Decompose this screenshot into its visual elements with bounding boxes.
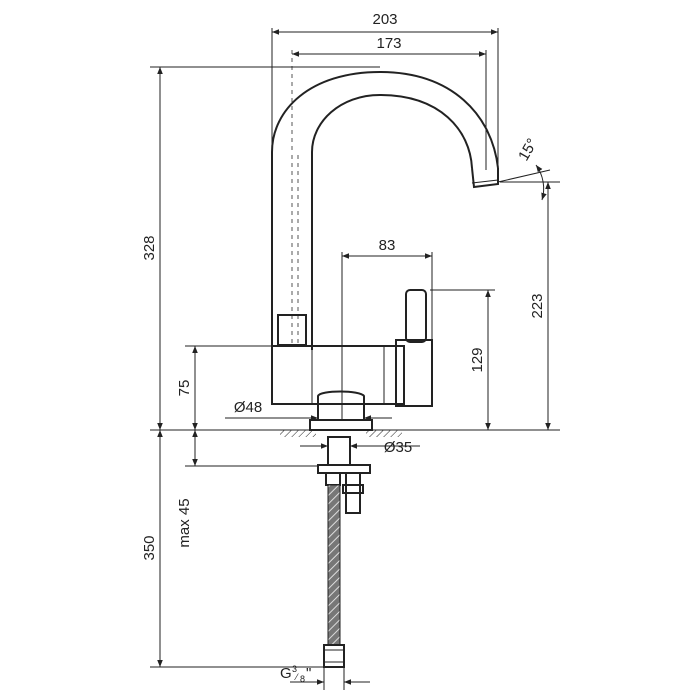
- spout-tip: [471, 167, 499, 189]
- lever-handle: [405, 289, 427, 343]
- handle-block: [395, 339, 433, 407]
- dim-328: 328: [141, 235, 158, 260]
- dim-75: 75: [176, 380, 193, 397]
- spout-outer: [271, 70, 499, 350]
- hose-nut: [323, 644, 345, 668]
- base-ring: [317, 403, 365, 421]
- dim-173: 173: [376, 35, 401, 52]
- faucet-outline: [271, 70, 499, 431]
- dim-15-degrees: 15°: [515, 136, 541, 164]
- dim-129: 129: [469, 347, 486, 372]
- base-plate: [309, 419, 373, 431]
- dim-diameter-48: Ø48: [234, 399, 262, 416]
- dim-diameter-35: Ø35: [384, 439, 412, 456]
- countertop: [270, 429, 560, 437]
- dim-223: 223: [529, 293, 546, 318]
- spout-inner: [311, 93, 473, 350]
- dim-max-45: max 45: [176, 498, 193, 547]
- svg-text:3: 3: [292, 664, 297, 674]
- dim-thread-g38: G 3 ⁄ 8 ": [280, 664, 311, 684]
- svg-text:8: 8: [300, 674, 305, 684]
- braided-hose: [327, 484, 341, 646]
- base-cone: [317, 390, 365, 404]
- svg-text:⁄: ⁄: [294, 672, 299, 682]
- svg-text:": ": [306, 665, 311, 682]
- dim-83: 83: [379, 237, 396, 254]
- under-counter-fittings: [317, 436, 371, 668]
- dim-350: 350: [141, 535, 158, 560]
- dimension-labels: 203 173 83 328 223 129 75 Ø48 Ø35 max 45…: [141, 11, 546, 684]
- dim-203: 203: [372, 11, 397, 28]
- dimension-lines: [150, 28, 560, 690]
- svg-text:G: G: [280, 665, 292, 682]
